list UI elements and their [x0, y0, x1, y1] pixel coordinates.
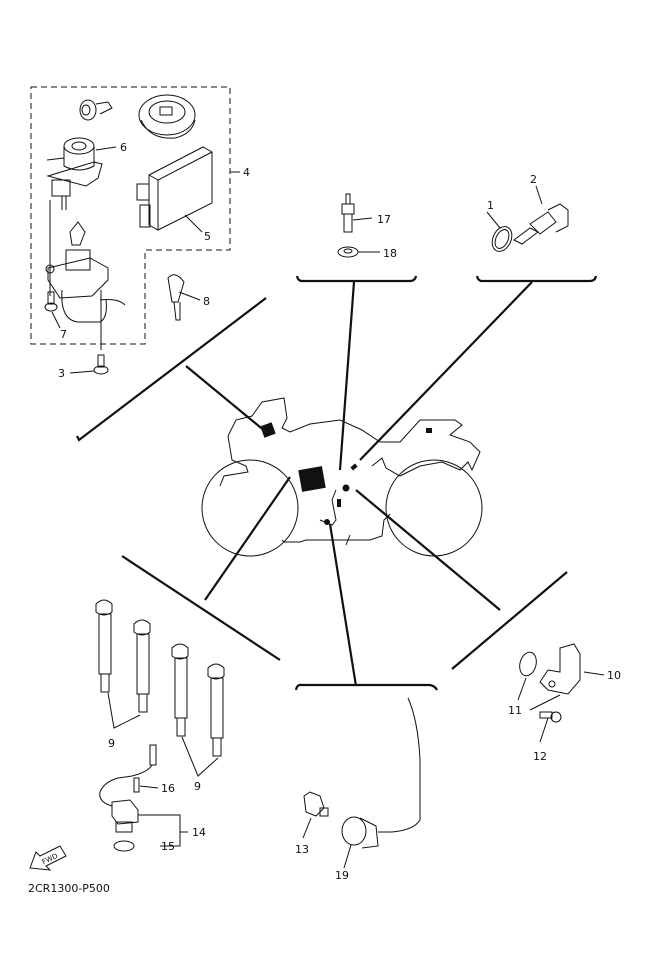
oil-pressure-switch [303, 791, 329, 817]
cam-sensor [99, 744, 157, 833]
leader-7 [51, 311, 61, 329]
key-cylinder-cap [79, 99, 113, 121]
gasket-1 [491, 226, 513, 252]
o-ring-11 [519, 651, 537, 677]
neutral-switch [341, 193, 355, 233]
o-ring-15 [113, 840, 135, 852]
diagram-code: 2CR1300-P500 [28, 882, 110, 895]
leader-5 [184, 214, 203, 233]
callout-18: 18 [383, 247, 397, 260]
callout-7: 7 [60, 328, 67, 341]
callout-12: 12 [533, 750, 547, 763]
leader-10 [583, 671, 605, 676]
leader-9a [107, 692, 141, 729]
leader-3 [69, 370, 95, 374]
callout-9b: 9 [194, 780, 201, 793]
leader-6 [95, 146, 117, 151]
sensor-with-lead [341, 697, 421, 849]
group-brackets [76, 275, 598, 691]
callout-19: 19 [335, 869, 349, 882]
leader-2 [535, 185, 543, 205]
fwd-arrow-icon: FWD [29, 845, 67, 871]
kit-dashed-boundary [30, 86, 231, 345]
leader-9b [181, 736, 219, 777]
callout-17: 17 [377, 213, 391, 226]
location-markers [260, 422, 432, 525]
motorcycle-outline [201, 397, 483, 557]
leader-1 [486, 211, 501, 229]
bolt-12 [539, 711, 562, 723]
fuel-cap-lock [138, 94, 196, 139]
callout-10: 10 [607, 669, 621, 682]
callout-11: 11 [508, 704, 522, 717]
leader-17 [352, 217, 373, 221]
washer-18 [337, 246, 359, 258]
leader-13 [302, 817, 312, 839]
callout-2: 2 [530, 173, 537, 186]
ignition-coils [95, 599, 225, 757]
callout-6: 6 [120, 141, 127, 154]
leader-12 [529, 694, 561, 743]
callout-9a: 9 [108, 737, 115, 750]
leader-14 [138, 814, 188, 847]
immobilizer-unit [136, 146, 213, 231]
callout-1: 1 [487, 199, 494, 212]
callout-3: 3 [58, 367, 65, 380]
callout-13: 13 [295, 843, 309, 856]
key-blank [167, 274, 185, 321]
callout-15: 15 [161, 840, 175, 853]
leader-16 [139, 785, 159, 789]
steering-lock [46, 137, 103, 210]
leader-11 [517, 677, 527, 701]
callout-14: 14 [192, 826, 206, 839]
leader-8 [178, 291, 201, 301]
screw-7 [44, 291, 58, 312]
leader-19 [343, 844, 352, 869]
callout-5: 5 [204, 230, 211, 243]
bolt-3 [93, 354, 109, 375]
temperature-sensor [513, 203, 569, 245]
callout-4: 4 [243, 166, 250, 179]
main-switch [45, 221, 126, 323]
callout-16: 16 [161, 782, 175, 795]
crank-sensor [539, 643, 581, 695]
callout-8: 8 [203, 295, 210, 308]
